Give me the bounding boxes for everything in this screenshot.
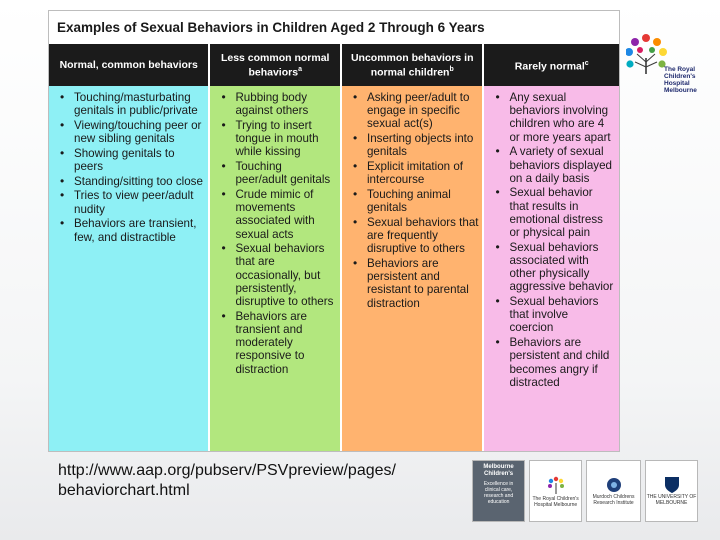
list-item: Showing genitals to peers bbox=[57, 147, 204, 173]
rch-small-logo: The Royal Children's Hospital Melbourne bbox=[529, 460, 583, 522]
column-body: Any sexual behaviors involving children … bbox=[484, 86, 619, 451]
rch-tree-logo-icon bbox=[626, 34, 667, 74]
list-item: Touching/masturbating genitals in public… bbox=[57, 91, 204, 117]
column-header: Uncommon behaviors in normal childrenb bbox=[341, 44, 483, 86]
column-header: Less common normal behaviorsa bbox=[210, 44, 340, 86]
list-item: Touching animal genitals bbox=[350, 188, 479, 214]
list-item: Behaviors are persistent and child becom… bbox=[492, 336, 615, 389]
source-url: http://www.aap.org/pubserv/PSVpreview/pa… bbox=[58, 462, 396, 499]
table-title: Examples of Sexual Behaviors in Children… bbox=[49, 11, 619, 44]
mcri-logo: Murdoch Childrens Research Institute bbox=[586, 460, 642, 522]
column-normal-common: Normal, common behaviors Touching/mastur… bbox=[49, 44, 211, 451]
list-item: Explicit imitation of intercourse bbox=[350, 160, 479, 186]
table-columns: Normal, common behaviors Touching/mastur… bbox=[49, 44, 619, 451]
column-rarely-normal: Rarely normalc Any sexual behaviors invo… bbox=[484, 44, 619, 451]
behavior-table: Examples of Sexual Behaviors in Children… bbox=[48, 10, 620, 452]
column-body: Asking peer/adult to engage in specific … bbox=[341, 86, 483, 451]
list-item: Standing/sitting too close bbox=[57, 175, 204, 188]
crest-icon bbox=[664, 477, 679, 493]
list-item: Tries to view peer/adult nudity bbox=[57, 189, 204, 215]
list-item: Sexual behaviors that are occasionally, … bbox=[218, 242, 336, 308]
list-item: Rubbing body against others bbox=[218, 91, 336, 117]
list-item: Behaviors are persistent and resistant t… bbox=[350, 257, 479, 310]
list-item: Touching peer/adult genitals bbox=[218, 160, 336, 186]
list-item: Behaviors are transient, few, and distra… bbox=[57, 217, 204, 243]
list-item: Sexual behaviors that involve coercion bbox=[492, 295, 615, 335]
list-item: Sexual behavior that results in emotiona… bbox=[492, 186, 615, 239]
column-uncommon: Uncommon behaviors in normal childrenb A… bbox=[341, 44, 485, 451]
tree-icon bbox=[547, 476, 564, 494]
list-item: Any sexual behaviors involving children … bbox=[492, 91, 615, 144]
footer-logos: Melbourne Children's Excellence in clini… bbox=[472, 460, 698, 522]
university-melbourne-logo: THE UNIVERSITY OF MELBOURNE bbox=[645, 460, 698, 522]
list-item: Crude mimic of movements associated with… bbox=[218, 188, 336, 241]
rch-logo-text: The Royal Children's Hospital Melbourne bbox=[664, 66, 697, 94]
list-item: Trying to insert tongue in mouth while k… bbox=[218, 119, 336, 159]
column-header: Rarely normalc bbox=[484, 44, 619, 86]
list-item: Behaviors are transient and moderately r… bbox=[218, 310, 336, 376]
list-item: Inserting objects into genitals bbox=[350, 132, 479, 158]
column-body: Rubbing body against others Trying to in… bbox=[210, 86, 340, 451]
melbourne-childrens-logo: Melbourne Children's Excellence in clini… bbox=[472, 460, 526, 522]
list-item: Asking peer/adult to engage in specific … bbox=[350, 91, 479, 131]
column-header: Normal, common behaviors bbox=[49, 44, 209, 86]
list-item: A variety of sexual behaviors displayed … bbox=[492, 145, 615, 185]
list-item: Sexual behaviors that are frequently dis… bbox=[350, 216, 479, 256]
column-body: Touching/masturbating genitals in public… bbox=[49, 86, 209, 451]
mcri-emblem-icon bbox=[606, 478, 621, 492]
list-item: Sexual behaviors associated with other p… bbox=[492, 241, 615, 294]
column-less-common-normal: Less common normal behaviorsa Rubbing bo… bbox=[210, 44, 342, 451]
list-item: Viewing/touching peer or new sibling gen… bbox=[57, 119, 204, 145]
